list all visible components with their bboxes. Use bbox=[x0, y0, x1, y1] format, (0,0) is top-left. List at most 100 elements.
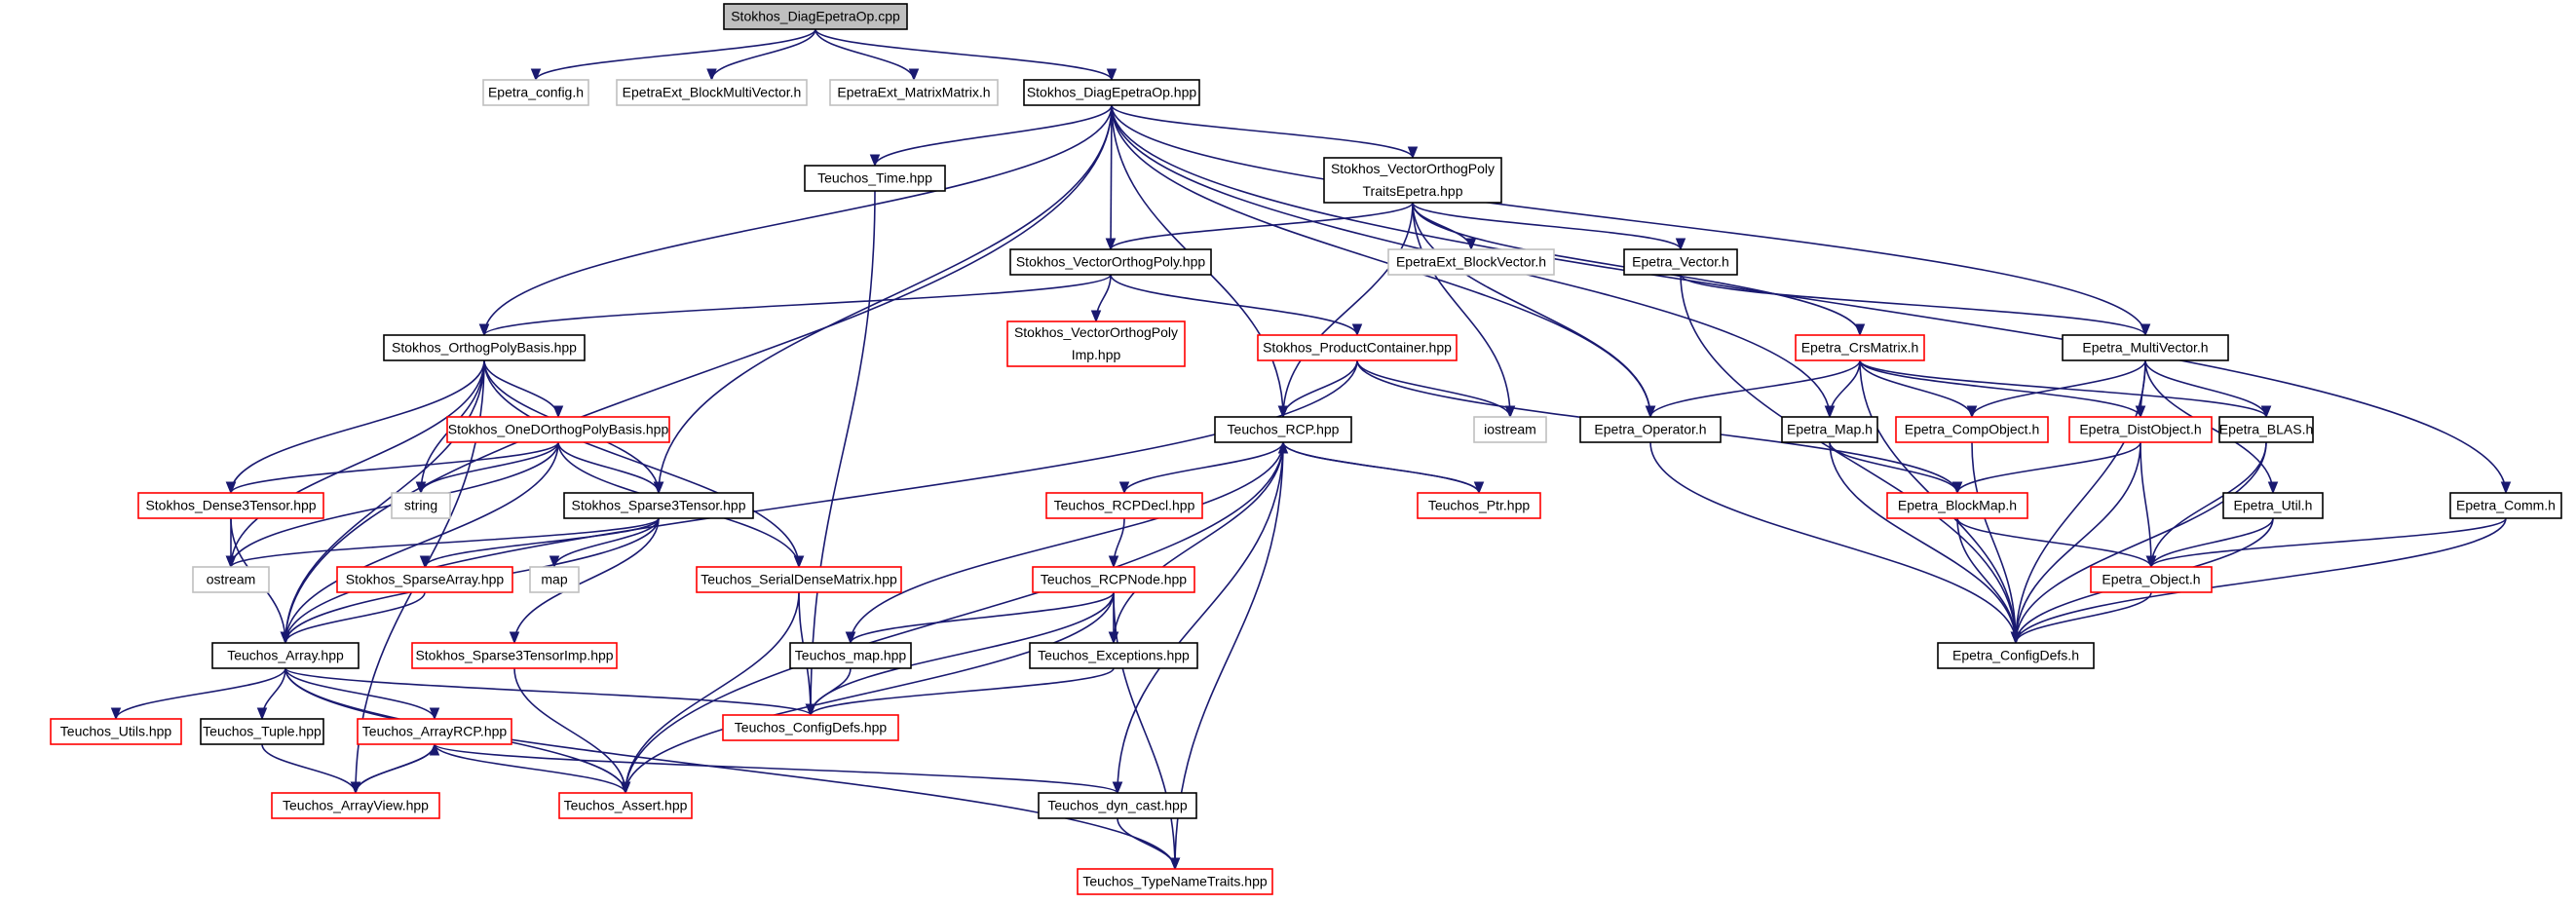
node-box[interactable] bbox=[722, 714, 899, 741]
node-box[interactable] bbox=[2218, 416, 2314, 443]
node-box[interactable] bbox=[1795, 334, 1925, 361]
node-box[interactable] bbox=[616, 79, 808, 106]
node-box[interactable] bbox=[1257, 334, 1458, 361]
node-n18[interactable]: Stokhos_Sparse3Tensor.hpp bbox=[563, 492, 754, 519]
node-box[interactable] bbox=[1045, 492, 1203, 519]
node-box[interactable] bbox=[1387, 248, 1555, 276]
node-n46[interactable]: Epetra_BlockMap.h bbox=[1886, 492, 2028, 519]
node-box[interactable] bbox=[529, 566, 580, 593]
node-n34[interactable]: Teuchos_ArrayRCP.hpp bbox=[357, 718, 512, 745]
node-n3[interactable]: EpetraExt_BlockMultiVector.h bbox=[616, 79, 808, 106]
node-box[interactable] bbox=[211, 642, 360, 669]
node-box[interactable] bbox=[723, 3, 908, 30]
node-box[interactable] bbox=[558, 792, 693, 819]
node-n19[interactable]: map bbox=[529, 566, 580, 593]
node-box[interactable] bbox=[411, 642, 618, 669]
node-box[interactable] bbox=[1077, 868, 1273, 895]
node-n41[interactable]: Epetra_Operator.h bbox=[1579, 416, 1722, 443]
node-n22[interactable]: Stokhos_Sparse3TensorImp.hpp bbox=[411, 642, 618, 669]
node-box[interactable] bbox=[2449, 492, 2562, 519]
node-n35[interactable]: Teuchos_ArrayView.hpp bbox=[271, 792, 440, 819]
node-n36[interactable]: Teuchos_Assert.hpp bbox=[558, 792, 693, 819]
node-box[interactable] bbox=[446, 416, 670, 443]
node-box[interactable] bbox=[383, 334, 586, 361]
node-n50[interactable]: Epetra_ConfigDefs.h bbox=[1937, 642, 2095, 669]
node-n27[interactable]: Teuchos_RCPNode.hpp bbox=[1032, 566, 1195, 593]
node-n10[interactable]: Stokhos_VectorOrthogPoly.hpp bbox=[1009, 248, 1212, 276]
node-n8[interactable]: EpetraExt_BlockVector.h bbox=[1387, 248, 1555, 276]
node-n43[interactable]: Epetra_CompObject.h bbox=[1895, 416, 2049, 443]
node-box[interactable] bbox=[1473, 416, 1547, 443]
node-box[interactable] bbox=[137, 492, 324, 519]
node-n40[interactable]: Epetra_MultiVector.h bbox=[2062, 334, 2229, 361]
node-box[interactable] bbox=[1895, 416, 2049, 443]
node-box[interactable] bbox=[1886, 492, 2028, 519]
node-box[interactable] bbox=[1009, 248, 1212, 276]
node-n12[interactable]: Stokhos_ProductContainer.hpp bbox=[1257, 334, 1458, 361]
node-box[interactable] bbox=[1579, 416, 1722, 443]
node-box[interactable] bbox=[2068, 416, 2213, 443]
node-n29[interactable]: Teuchos_Exceptions.hpp bbox=[1029, 642, 1198, 669]
node-n30[interactable]: Teuchos_ConfigDefs.hpp bbox=[722, 714, 899, 741]
node-box[interactable] bbox=[563, 492, 754, 519]
node-n37[interactable]: Teuchos_dyn_cast.hpp bbox=[1038, 792, 1197, 819]
node-box[interactable] bbox=[696, 566, 902, 593]
node-box[interactable] bbox=[1214, 416, 1352, 443]
node-n24[interactable]: iostream bbox=[1473, 416, 1547, 443]
node-n39[interactable]: Epetra_CrsMatrix.h bbox=[1795, 334, 1925, 361]
node-n17[interactable]: ostream bbox=[192, 566, 270, 593]
node-n13[interactable]: Stokhos_OrthogPolyBasis.hpp bbox=[383, 334, 586, 361]
node-n16[interactable]: Stokhos_Dense3Tensor.hpp bbox=[137, 492, 324, 519]
node-box[interactable] bbox=[1417, 492, 1541, 519]
node-box[interactable] bbox=[192, 566, 270, 593]
node-box[interactable] bbox=[2062, 334, 2229, 361]
node-n31[interactable]: Teuchos_Array.hpp bbox=[211, 642, 360, 669]
node-box[interactable] bbox=[1029, 642, 1198, 669]
node-n49[interactable]: Epetra_Object.h bbox=[2090, 566, 2213, 593]
node-box[interactable] bbox=[391, 492, 451, 519]
node-n33[interactable]: Teuchos_Tuple.hpp bbox=[200, 718, 324, 745]
node-n23[interactable]: Teuchos_RCP.hpp bbox=[1214, 416, 1352, 443]
node-box[interactable] bbox=[1023, 79, 1200, 106]
node-n44[interactable]: Epetra_DistObject.h bbox=[2068, 416, 2213, 443]
node-box[interactable] bbox=[1038, 792, 1197, 819]
node-n26[interactable]: Teuchos_RCPDecl.hpp bbox=[1045, 492, 1203, 519]
node-n15[interactable]: string bbox=[391, 492, 451, 519]
node-n48[interactable]: Epetra_Comm.h bbox=[2449, 492, 2562, 519]
node-n2[interactable]: Epetra_config.h bbox=[482, 79, 589, 106]
node-box[interactable] bbox=[200, 718, 324, 745]
node-box[interactable] bbox=[1937, 642, 2095, 669]
node-box[interactable] bbox=[2222, 492, 2324, 519]
node-n28[interactable]: Teuchos_map.hpp bbox=[789, 642, 912, 669]
node-box[interactable] bbox=[482, 79, 589, 106]
node-n47[interactable]: Epetra_Util.h bbox=[2222, 492, 2324, 519]
node-box[interactable] bbox=[1032, 566, 1195, 593]
node-box[interactable] bbox=[1623, 248, 1738, 276]
node-box[interactable] bbox=[829, 79, 999, 106]
node-n1[interactable]: Stokhos_DiagEpetraOp.cpp bbox=[723, 3, 908, 30]
node-n9[interactable]: Epetra_Vector.h bbox=[1623, 248, 1738, 276]
node-n32[interactable]: Teuchos_Utils.hpp bbox=[50, 718, 182, 745]
node-box[interactable] bbox=[1323, 157, 1502, 204]
node-n20[interactable]: Stokhos_SparseArray.hpp bbox=[336, 566, 513, 593]
node-n5[interactable]: Stokhos_DiagEpetraOp.hpp bbox=[1023, 79, 1200, 106]
node-box[interactable] bbox=[804, 165, 946, 192]
node-box[interactable] bbox=[271, 792, 440, 819]
node-box[interactable] bbox=[336, 566, 513, 593]
node-n4[interactable]: EpetraExt_MatrixMatrix.h bbox=[829, 79, 999, 106]
node-n21[interactable]: Teuchos_SerialDenseMatrix.hpp bbox=[696, 566, 902, 593]
node-n14[interactable]: Stokhos_OneDOrthogPolyBasis.hpp bbox=[446, 416, 670, 443]
node-box[interactable] bbox=[357, 718, 512, 745]
node-n38[interactable]: Teuchos_TypeNameTraits.hpp bbox=[1077, 868, 1273, 895]
node-box[interactable] bbox=[50, 718, 182, 745]
node-n6[interactable]: Teuchos_Time.hpp bbox=[804, 165, 946, 192]
node-n45[interactable]: Epetra_BLAS.h bbox=[2218, 416, 2314, 443]
node-box[interactable] bbox=[1006, 320, 1186, 367]
node-box[interactable] bbox=[789, 642, 912, 669]
node-n25[interactable]: Teuchos_Ptr.hpp bbox=[1417, 492, 1541, 519]
node-box[interactable] bbox=[1781, 416, 1878, 443]
node-box[interactable] bbox=[2090, 566, 2213, 593]
node-n42[interactable]: Epetra_Map.h bbox=[1781, 416, 1878, 443]
